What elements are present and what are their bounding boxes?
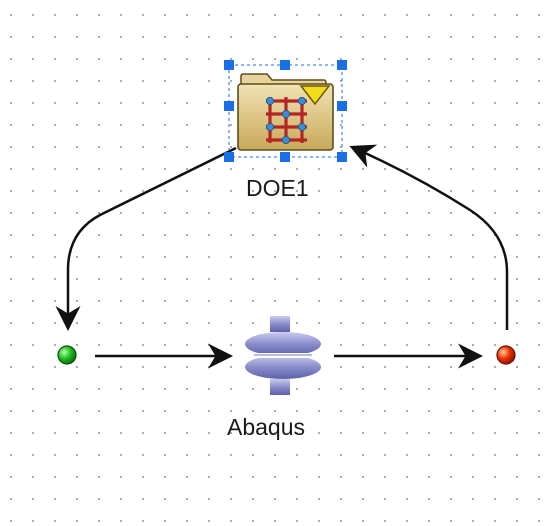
selection-outline xyxy=(228,64,343,158)
abaqus-icon xyxy=(245,316,321,395)
abaqus-node[interactable] xyxy=(245,316,321,395)
start-node-icon[interactable] xyxy=(57,345,77,365)
connector-end-to-doe[interactable] xyxy=(349,144,509,330)
doe-node-label: DOE1 xyxy=(246,175,309,201)
connector-doe-to-start[interactable] xyxy=(55,146,237,331)
doe-folder-icon xyxy=(237,73,334,151)
abaqus-node-label: Abaqus xyxy=(227,414,306,440)
end-node-icon[interactable] xyxy=(496,345,516,365)
doe-node[interactable] xyxy=(224,60,347,162)
